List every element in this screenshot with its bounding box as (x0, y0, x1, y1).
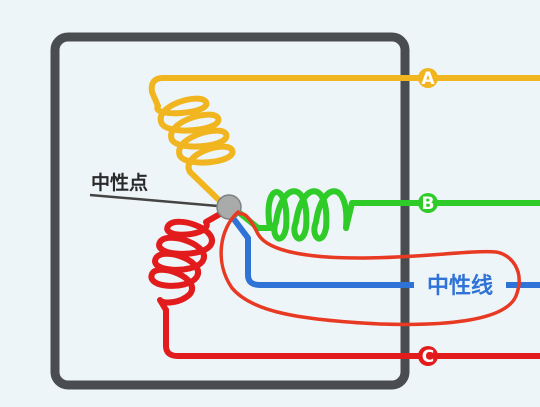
phase-c-coil (148, 211, 223, 313)
motor-enclosure (50, 32, 410, 390)
neutral-point-leader (89, 193, 219, 208)
phase-c-terminal: C (418, 346, 438, 367)
phase-b-wire (233, 188, 540, 242)
phase-b-label: B (422, 194, 435, 214)
neutral-point (216, 194, 242, 220)
neutral-label-bg (414, 271, 506, 299)
phase-a-terminal: A (418, 68, 438, 89)
phase-a-coil (154, 95, 236, 206)
phase-c-wire (148, 211, 540, 359)
phase-b-terminal: B (418, 193, 438, 214)
neutral-point-label: 中性点 (91, 171, 148, 194)
neutral-wire-label: 中性线 (427, 273, 493, 299)
neutral-wire (227, 211, 540, 288)
annotation-circle (219, 210, 521, 327)
phase-b-coil (265, 188, 540, 242)
phase-a-label: A (421, 69, 435, 89)
phase-a-wire (148, 75, 540, 206)
phase-c-label: C (422, 347, 434, 367)
